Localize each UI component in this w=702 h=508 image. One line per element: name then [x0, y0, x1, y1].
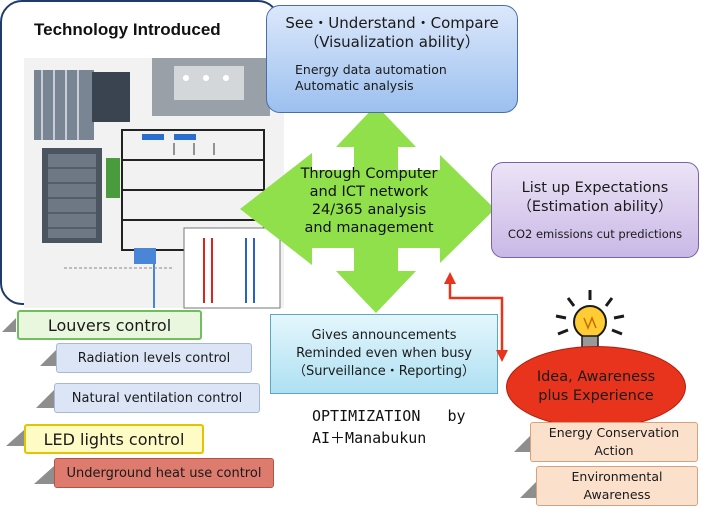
environmental-awareness-line-2: Awareness	[583, 487, 651, 502]
lightbulb-icon	[555, 290, 625, 351]
idea-line-1: Idea, Awareness	[536, 369, 656, 385]
louvers-control-box: Louvers control	[17, 310, 202, 340]
connector-arrowhead-up	[444, 272, 456, 284]
announcements-line-3: （Surveillance・Reporting）	[293, 364, 475, 379]
louver-photo	[34, 70, 94, 140]
energy-conservation-line-2: Action	[594, 443, 634, 458]
radiation-control-label: Radiation levels control	[77, 350, 231, 366]
feedback-connector	[444, 272, 508, 362]
optimization-line-1: OPTIMIZATION by	[312, 407, 466, 425]
louver-photo-2	[92, 72, 130, 122]
visualization-line-1: Energy data automation	[295, 62, 447, 77]
center-network-text: Through Computer and ICT network 24/365 …	[285, 165, 453, 237]
center-line-3: 24/365 analysis	[311, 202, 427, 218]
louvers-control-label: Louvers control	[47, 315, 172, 335]
visualization-title: See・Understand・Compare	[285, 14, 499, 32]
four-way-arrow	[240, 105, 495, 313]
visualization-subtitle: （Visualization ability）	[304, 33, 480, 51]
environmental-awareness-box: Environmental Awareness	[536, 466, 698, 506]
ventilation-control-label: Natural ventilation control	[71, 390, 243, 406]
center-line-1: Through Computer	[300, 166, 438, 182]
underground-well-diagram	[183, 227, 281, 309]
visualization-details: Energy data automation Automatic analysi…	[295, 62, 447, 94]
center-line-2: and ICT network	[309, 184, 429, 200]
technology-title: Technology Introduced	[34, 20, 221, 39]
green-cross-arrow	[240, 105, 495, 313]
visualization-box: See・Understand・Compare （Visualization ab…	[266, 5, 518, 113]
optimization-text: OPTIMIZATION by AI＋Manabukun	[312, 405, 466, 449]
estimation-box: List up Expectations （Estimation ability…	[491, 162, 699, 258]
energy-conservation-line-1: Energy Conservation	[548, 425, 680, 440]
led-control-label: LED lights control	[43, 429, 185, 449]
visualization-line-2: Automatic analysis	[295, 78, 414, 93]
green-wall	[106, 158, 120, 198]
announcements-line-2: Reminded even when busy	[296, 346, 472, 361]
energy-conservation-box: Energy Conservation Action	[530, 422, 698, 462]
estimation-title: List up Expectations	[521, 180, 669, 196]
estimation-subtitle: （Estimation ability）	[517, 199, 673, 215]
announcements-line-1: Gives announcements	[311, 328, 457, 343]
underground-heat-control-box: Underground heat use control	[54, 458, 274, 488]
connector-line	[448, 282, 504, 352]
ventilation-control-box: Natural ventilation control	[54, 383, 260, 413]
announcements-box: Gives announcements Reminded even when b…	[270, 314, 498, 394]
center-line-4: and management	[304, 220, 434, 236]
estimation-detail: CO2 emissions cut predictions	[507, 227, 683, 241]
idea-awareness-ellipse: Idea, Awareness plus Experience	[506, 346, 686, 428]
led-control-box: LED lights control	[24, 424, 204, 454]
idea-line-2: plus Experience	[538, 388, 654, 404]
connector-arrowhead-down	[496, 350, 508, 362]
radiation-control-box: Radiation levels control	[56, 343, 252, 373]
building-schematic-illustration	[24, 58, 284, 309]
underground-heat-control-label: Underground heat use control	[66, 465, 262, 481]
environmental-awareness-line-1: Environmental	[571, 469, 663, 484]
optimization-line-2: AI＋Manabukun	[312, 429, 427, 447]
